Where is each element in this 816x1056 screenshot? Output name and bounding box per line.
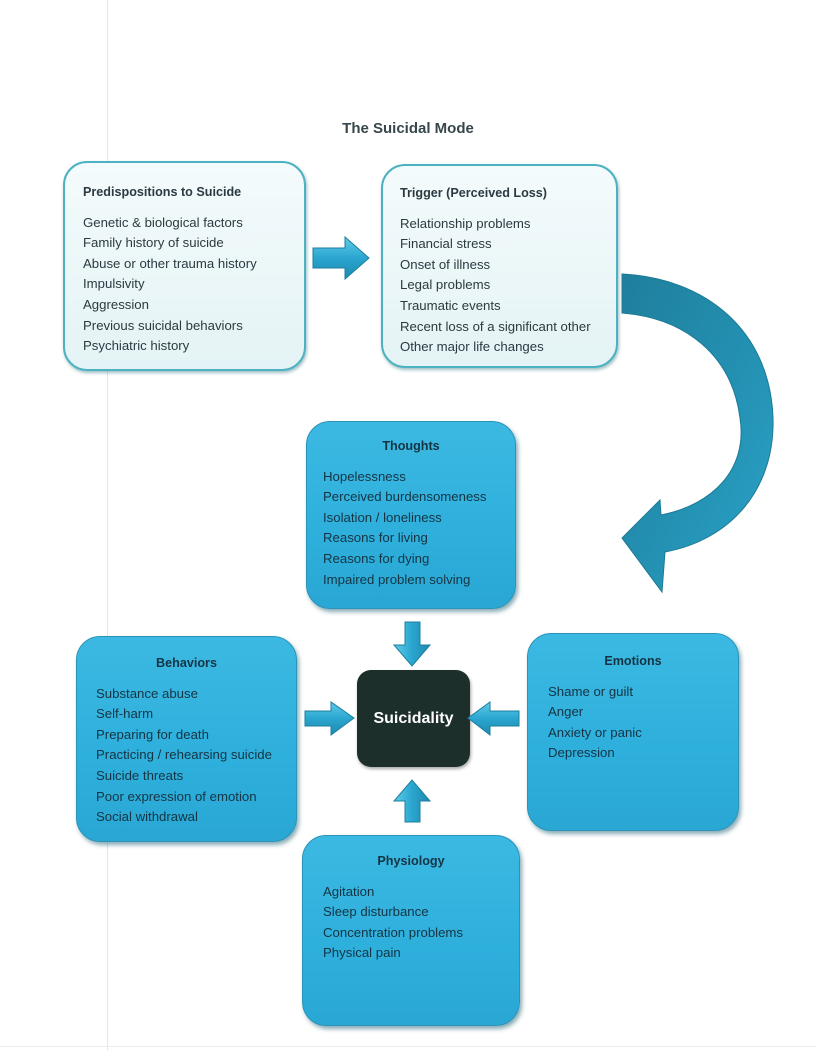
list-item: Reasons for living: [323, 530, 428, 546]
thoughts-list: Hopelessness Perceived burdensomeness Is…: [323, 467, 499, 591]
list-item: Traumatic events: [400, 297, 501, 313]
list-item: Recent loss of a significant other: [400, 318, 591, 334]
list-item: Relationship problems: [400, 215, 531, 231]
list-item: Suicide threats: [96, 767, 184, 783]
list-item: Legal problems: [400, 277, 491, 293]
suicidality-label: Suicidality: [373, 709, 454, 727]
behaviors-list: Substance abuse Self-harm Preparing for …: [96, 684, 277, 828]
suicidality-node: Suicidality: [357, 670, 470, 767]
list-item: Substance abuse: [96, 685, 198, 701]
behaviors-box: Behaviors Substance abuse Self-harm Prep…: [76, 636, 297, 842]
list-item: Onset of illness: [400, 256, 491, 272]
list-item: Sleep disturbance: [323, 904, 429, 920]
arrow-down-icon: [392, 621, 432, 667]
list-item: Social withdrawal: [96, 809, 198, 825]
list-item: Anger: [548, 704, 584, 720]
list-item: Psychiatric history: [83, 338, 190, 354]
list-item: Perceived burdensomeness: [323, 489, 487, 505]
list-item: Reasons for dying: [323, 550, 430, 566]
emotions-list: Shame or guilt Anger Anxiety or panic De…: [548, 682, 718, 764]
list-item: Practicing / rehearsing suicide: [96, 747, 272, 763]
list-item: Abuse or other trauma history: [83, 255, 257, 271]
thoughts-box: Thoughts Hopelessness Perceived burdenso…: [306, 421, 516, 609]
scan-artifact-line: [107, 0, 108, 1050]
list-item: Shame or guilt: [548, 683, 634, 699]
curved-arrow-icon: [621, 273, 774, 594]
diagram-title: The Suicidal Mode: [342, 120, 474, 137]
physiology-list: Agitation Sleep disturbance Concentratio…: [323, 882, 499, 964]
arrow-left-icon: [467, 701, 520, 737]
predispositions-heading: Predispositions to Suicide: [83, 185, 242, 199]
predispositions-box: Predispositions to Suicide Genetic & bio…: [63, 161, 306, 371]
list-item: Preparing for death: [96, 726, 209, 742]
arrow-right-icon: [304, 701, 355, 736]
behaviors-heading: Behaviors: [156, 656, 217, 670]
page-bottom-edge: [0, 1046, 816, 1047]
list-item: Physical pain: [323, 945, 401, 961]
physiology-box: Physiology Agitation Sleep disturbance C…: [302, 835, 520, 1026]
list-item: Aggression: [83, 296, 149, 312]
list-item: Self-harm: [96, 706, 154, 722]
emotions-box: Emotions Shame or guilt Anger Anxiety or…: [527, 633, 739, 831]
list-item: Financial stress: [400, 236, 492, 252]
list-item: Genetic & biological factors: [83, 214, 243, 230]
trigger-heading: Trigger (Perceived Loss): [400, 186, 547, 200]
list-item: Anxiety or panic: [548, 724, 642, 740]
list-item: Concentration problems: [323, 924, 464, 940]
list-item: Isolation / loneliness: [323, 509, 442, 525]
list-item: Hopelessness: [323, 468, 406, 484]
list-item: Agitation: [323, 883, 375, 899]
list-item: Impaired problem solving: [323, 571, 471, 587]
list-item: Impulsivity: [83, 276, 145, 292]
list-item: Depression: [548, 745, 615, 761]
list-item: Other major life changes: [400, 339, 544, 355]
thoughts-heading: Thoughts: [382, 439, 440, 453]
arrow-up-icon: [392, 779, 432, 823]
arrow-right-icon: [312, 235, 370, 281]
predispositions-list: Genetic & biological factors Family hist…: [83, 213, 286, 357]
emotions-heading: Emotions: [604, 654, 662, 668]
trigger-list: Relationship problems Financial stress O…: [400, 214, 599, 358]
list-item: Poor expression of emotion: [96, 788, 257, 804]
physiology-heading: Physiology: [377, 854, 445, 868]
list-item: Family history of suicide: [83, 235, 224, 251]
list-item: Previous suicidal behaviors: [83, 317, 243, 333]
trigger-box: Trigger (Perceived Loss) Relationship pr…: [381, 164, 618, 368]
